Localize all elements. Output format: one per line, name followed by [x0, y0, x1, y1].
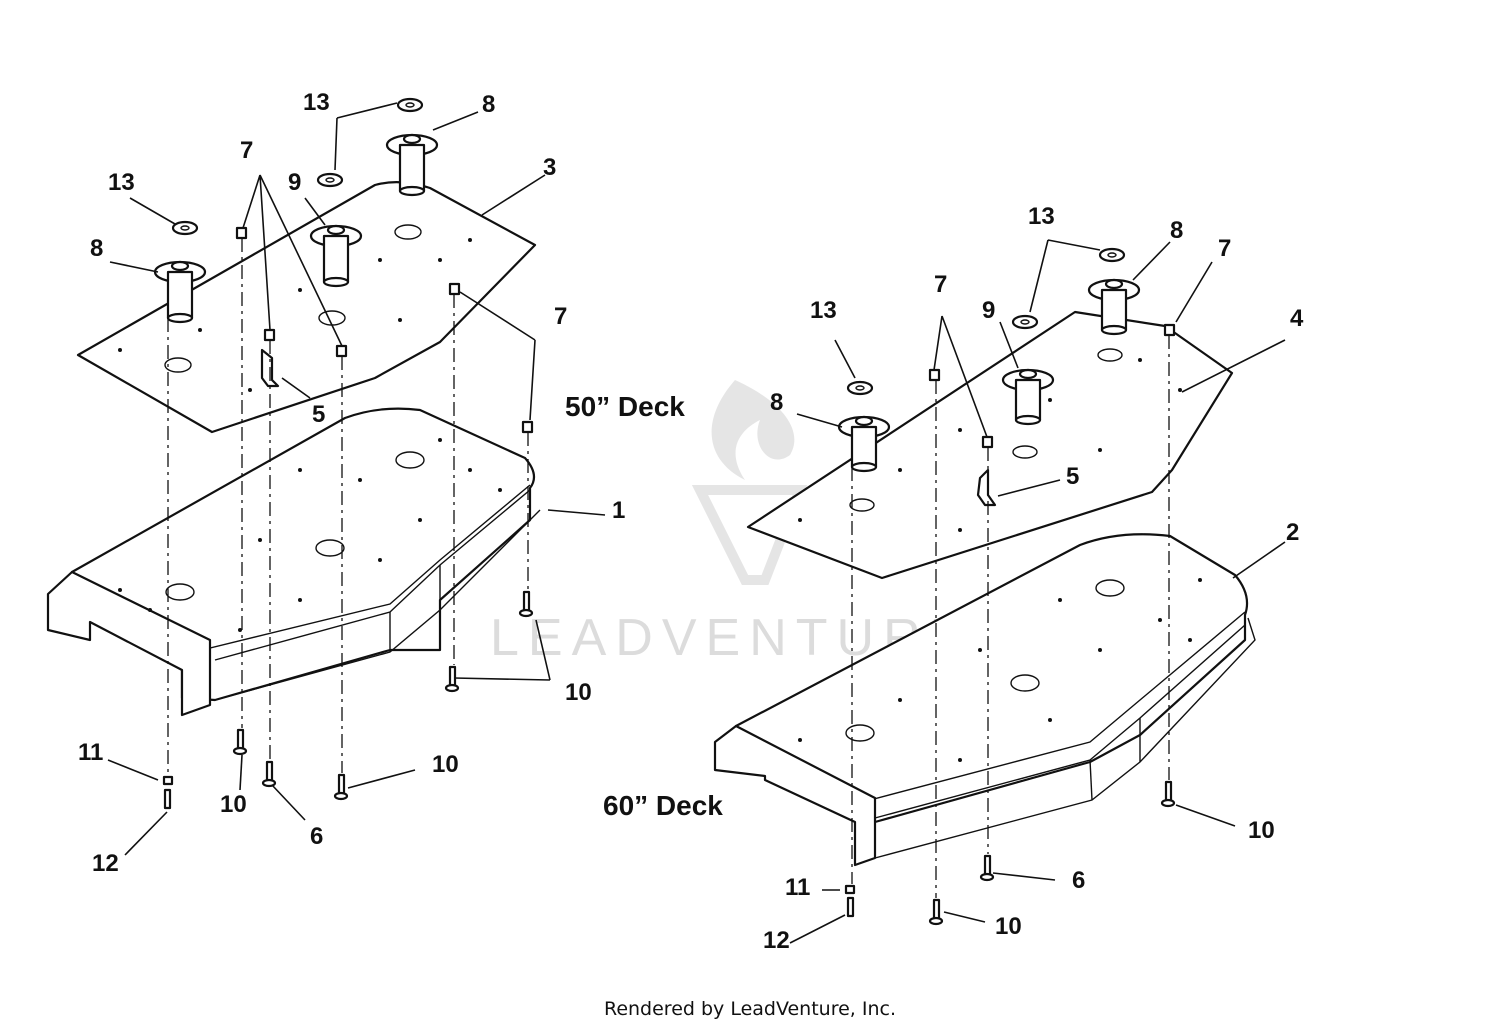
callout-7-a-50: 7 — [240, 137, 253, 164]
washer-13-a-60 — [1098, 247, 1126, 263]
callout-6-60: 6 — [1072, 867, 1085, 894]
callout-10-c-50: 10 — [220, 791, 247, 818]
callout-3-50: 3 — [543, 154, 556, 181]
bolts-60 — [844, 780, 1176, 926]
leader-lines-50 — [107, 102, 606, 856]
callout-9-50: 9 — [288, 169, 301, 196]
v-logo-icon — [691, 485, 808, 585]
deck-shell-50 — [46, 407, 541, 717]
leader-lines-60 — [789, 239, 1286, 944]
callout-7-b-60: 7 — [934, 271, 947, 298]
washer-13-c-50 — [171, 220, 199, 236]
callout-13-a-50: 13 — [303, 89, 330, 116]
callout-7-a-60: 7 — [1218, 235, 1231, 262]
alignment-lines-60 — [851, 335, 1170, 898]
nuts-7-50 — [235, 226, 534, 434]
flame-logo-icon — [711, 380, 795, 480]
washer-13-a-50 — [396, 97, 424, 113]
callout-8-b-50: 8 — [90, 235, 103, 262]
deck-shell-60 — [713, 533, 1256, 867]
callout-10-b-50: 10 — [432, 751, 459, 778]
spindle-8-right-50 — [385, 133, 439, 197]
washer-13-b-60 — [1011, 314, 1039, 330]
spindle-8-left-50 — [153, 260, 207, 324]
deck-50-assembly: 13 8 7 13 9 3 8 7 5 1 10 11 10 10 6 12 5… — [46, 89, 685, 877]
callout-11-60: 11 — [785, 874, 810, 901]
washer-13-b-50 — [316, 172, 344, 188]
callout-2-60: 2 — [1286, 519, 1299, 546]
callout-7-b-50: 7 — [554, 303, 567, 330]
spindle-9-50 — [309, 224, 363, 288]
callout-10-a-60: 10 — [1248, 817, 1275, 844]
deck-60-label: 60” Deck — [603, 790, 723, 821]
footer-credit: Rendered by LeadVenture, Inc. — [603, 998, 897, 1020]
bolts-50 — [162, 590, 534, 810]
callout-9-60: 9 — [982, 297, 995, 324]
deck-60-assembly: 13 8 7 4 13 7 9 8 5 2 10 6 11 10 12 60” … — [603, 203, 1304, 954]
callout-11-50: 11 — [78, 739, 103, 766]
callout-13-b-60: 13 — [810, 297, 837, 324]
spindle-9-60 — [1001, 368, 1055, 426]
callout-8-b-60: 8 — [770, 389, 783, 416]
deck-50-label: 50” Deck — [565, 391, 685, 422]
bracket-5-60 — [976, 468, 997, 507]
callout-13-b-50: 13 — [108, 169, 135, 196]
callout-12-50: 12 — [92, 850, 119, 877]
callout-6-50: 6 — [310, 823, 323, 850]
callout-5-50: 5 — [312, 401, 325, 428]
callout-1-50: 1 — [612, 497, 625, 524]
spindle-8-right-60 — [1087, 278, 1141, 336]
callout-8-a-60: 8 — [1170, 217, 1183, 244]
callout-12-60: 12 — [763, 927, 790, 954]
washer-13-c-60 — [846, 380, 874, 396]
callout-8-a-50: 8 — [482, 91, 495, 118]
callout-10-a-50: 10 — [565, 679, 592, 706]
callout-5-60: 5 — [1066, 463, 1079, 490]
callout-4-60: 4 — [1290, 305, 1304, 332]
alignment-lines-50 — [167, 238, 529, 775]
callout-13-a-60: 13 — [1028, 203, 1055, 230]
callout-10-b-60: 10 — [995, 913, 1022, 940]
